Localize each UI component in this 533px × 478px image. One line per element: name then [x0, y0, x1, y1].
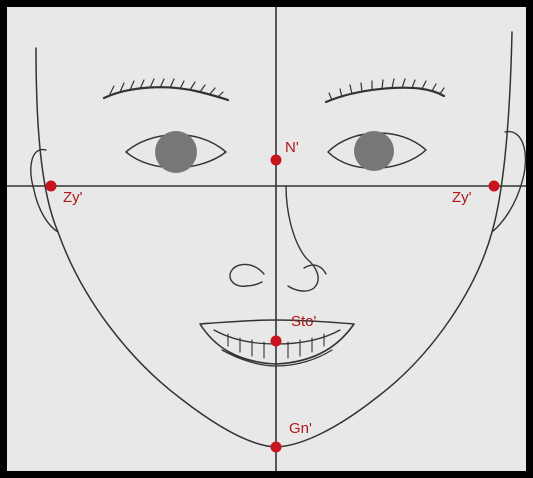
landmark-point-gnathion [271, 442, 282, 453]
label-zygion-right: Zy' [63, 189, 83, 206]
label-gnathion: Gn' [289, 420, 312, 437]
label-zygion-left: Zy' [452, 189, 472, 206]
left-iris [354, 131, 394, 171]
right-iris [155, 131, 197, 173]
landmark-point-stomion [271, 336, 282, 347]
label-stomion: Sto' [291, 313, 317, 330]
landmark-point-zygion-right [46, 181, 57, 192]
label-nasion: N' [285, 139, 299, 156]
landmark-point-zygion-left [489, 181, 500, 192]
landmark-point-nasion [271, 155, 282, 166]
